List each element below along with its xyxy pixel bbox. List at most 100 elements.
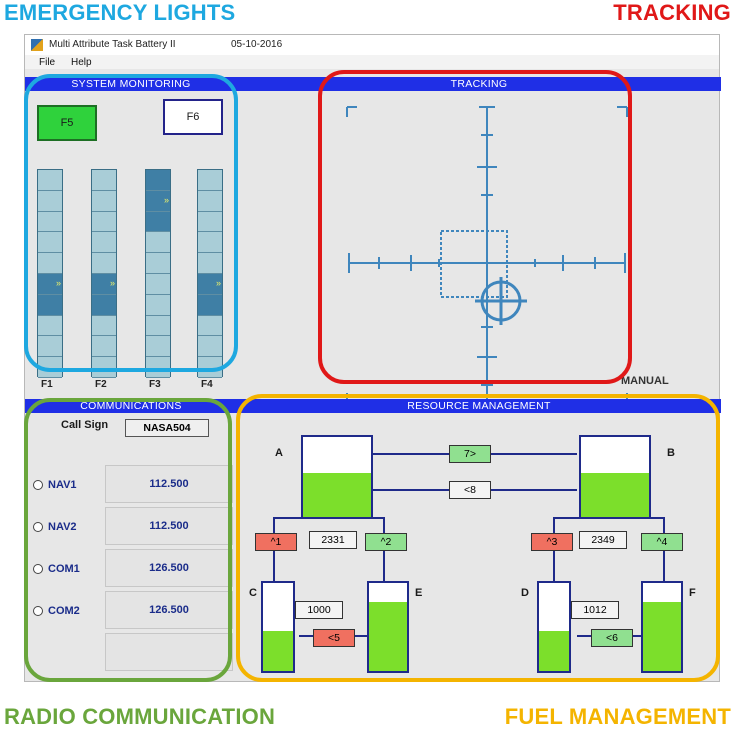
pipe-c-horz xyxy=(273,517,301,519)
pipe-e-vert xyxy=(383,517,385,587)
tank-e xyxy=(367,581,409,673)
window-date: 05-10-2016 xyxy=(231,39,283,50)
scale-f4[interactable]: » xyxy=(197,169,223,378)
pump-4-button[interactable]: ^4 xyxy=(641,533,683,551)
scale-cell xyxy=(92,294,116,316)
window-title: Multi Attribute Task Battery II xyxy=(49,39,176,50)
scale-pointer-icon: » xyxy=(215,278,221,288)
menu-file[interactable]: File xyxy=(39,57,56,68)
corner-tl xyxy=(346,106,357,117)
pipe-f-vert xyxy=(663,517,665,587)
callsign-value: NASA504 xyxy=(125,419,209,437)
pump-2-button[interactable]: ^2 xyxy=(365,533,407,551)
radio-button[interactable] xyxy=(33,480,43,490)
tracking-display[interactable] xyxy=(343,105,631,405)
scale-cell xyxy=(38,170,62,191)
scale-pointer-icon: » xyxy=(55,278,61,288)
tank-f-label: F xyxy=(689,587,696,599)
level-c: 1000 xyxy=(295,601,343,619)
resource-management-header: RESOURCE MANAGEMENT xyxy=(237,399,721,413)
scale-f3[interactable]: » xyxy=(145,169,171,378)
scale-cell xyxy=(146,211,170,233)
scale-cell xyxy=(38,315,62,337)
f5-button[interactable]: F5 xyxy=(37,105,97,141)
radio-nav1[interactable]: NAV1 xyxy=(33,479,77,491)
scale-cell xyxy=(38,273,62,295)
radio-communication-callout: RADIO COMMUNICATION xyxy=(4,704,276,729)
corner-tr xyxy=(617,106,628,117)
pump-3-button[interactable]: ^3 xyxy=(531,533,573,551)
app-window: Multi Attribute Task Battery II 05-10-20… xyxy=(24,34,721,682)
frequency-com2[interactable]: 126.500 xyxy=(105,591,233,629)
frequency-nav1[interactable]: 112.500 xyxy=(105,465,233,503)
scale-cell xyxy=(38,336,62,358)
scale-pointer-icon: » xyxy=(163,194,169,205)
scale-cell xyxy=(92,315,116,337)
app-icon xyxy=(31,39,43,51)
scale-cell xyxy=(92,273,116,295)
radio-button[interactable] xyxy=(33,606,43,616)
communications-header: COMMUNICATIONS xyxy=(25,399,237,413)
scale-cell xyxy=(38,294,62,316)
callsign-label: Call Sign xyxy=(61,419,109,431)
tank-b-label: B xyxy=(667,447,675,459)
scale-cell xyxy=(146,315,170,337)
pump-8-button[interactable]: <8 xyxy=(449,481,491,499)
pump-6-button[interactable]: <6 xyxy=(591,629,633,647)
frequency-com1[interactable]: 126.500 xyxy=(105,549,233,587)
scale-cell xyxy=(146,273,170,295)
pump-5-button[interactable]: <5 xyxy=(313,629,355,647)
scale-cell xyxy=(92,336,116,358)
scale-cell xyxy=(198,294,222,316)
pump-1-button[interactable]: ^1 xyxy=(255,533,297,551)
tank-a-label: A xyxy=(275,447,283,459)
level-b: 2349 xyxy=(579,531,627,549)
frequency-nav2[interactable]: 112.500 xyxy=(105,507,233,545)
scale-cell xyxy=(38,357,62,378)
pump-7-button[interactable]: 7> xyxy=(449,445,491,463)
tank-f xyxy=(641,581,683,673)
tracking-reticle xyxy=(346,106,628,404)
scale-cell xyxy=(38,190,62,212)
pipe-c-vert xyxy=(273,517,275,587)
radio-button[interactable] xyxy=(33,522,43,532)
scale-cell xyxy=(92,232,116,254)
scale-cell xyxy=(92,211,116,233)
pipe-f-horz xyxy=(637,517,665,519)
radio-label: COM1 xyxy=(48,563,80,575)
radio-com1[interactable]: COM1 xyxy=(33,563,80,575)
scale-label: F4 xyxy=(201,379,213,390)
scale-f2[interactable]: » xyxy=(91,169,117,378)
radio-label: COM2 xyxy=(48,605,80,617)
tank-d xyxy=(537,581,571,673)
tracking-callout: TRACKING xyxy=(613,0,731,25)
radio-button[interactable] xyxy=(33,564,43,574)
tracking-header: TRACKING xyxy=(237,77,721,91)
tracking-mode-label: MANUAL xyxy=(621,375,669,387)
scale-cell xyxy=(146,232,170,254)
scale-cell xyxy=(38,253,62,274)
tank-a xyxy=(301,435,373,519)
radio-label: NAV1 xyxy=(48,479,77,491)
radio-label: NAV2 xyxy=(48,521,77,533)
scale-cell xyxy=(146,336,170,358)
tank-b xyxy=(579,435,651,519)
scale-f1[interactable]: » xyxy=(37,169,63,378)
menubar: File Help xyxy=(25,55,719,69)
scale-cell xyxy=(92,170,116,191)
scale-cell xyxy=(92,253,116,274)
f6-button[interactable]: F6 xyxy=(163,99,223,135)
system-monitoring-header: SYSTEM MONITORING xyxy=(25,77,237,91)
level-a: 2331 xyxy=(309,531,357,549)
scale-cell xyxy=(198,170,222,191)
scale-label: F1 xyxy=(41,379,53,390)
menu-help[interactable]: Help xyxy=(71,57,92,68)
tank-e-label: E xyxy=(415,587,423,599)
scale-cell xyxy=(198,357,222,378)
scale-cell xyxy=(38,232,62,254)
radio-nav2[interactable]: NAV2 xyxy=(33,521,77,533)
radio-com2[interactable]: COM2 xyxy=(33,605,80,617)
scale-cell xyxy=(198,190,222,212)
pipe-d-horz xyxy=(553,517,581,519)
scale-label: F3 xyxy=(149,379,161,390)
